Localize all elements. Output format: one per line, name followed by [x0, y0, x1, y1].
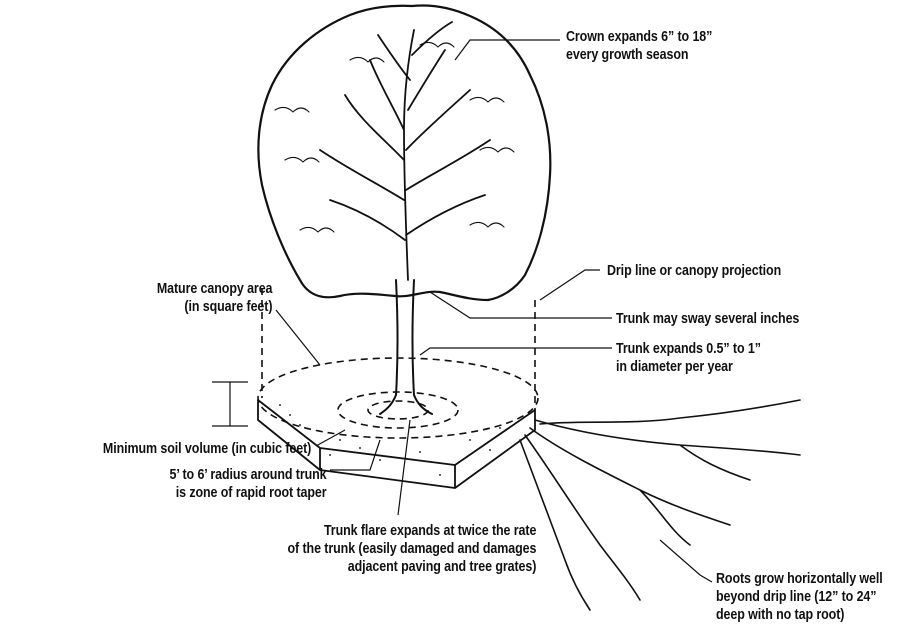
label-trunk-flare-line-3: adjacent paving and tree grates) [287, 558, 536, 576]
leader-trunk-flare [398, 420, 410, 515]
soil-depth-dimension [212, 382, 248, 426]
label-crown: Crown expands 6” to 18” every growth sea… [566, 28, 712, 64]
label-trunk-expands-line-1: Trunk expands 0.5” to 1” [616, 340, 761, 358]
label-trunk-expands: Trunk expands 0.5” to 1” in diameter per… [616, 340, 761, 376]
label-trunk-sway: Trunk may sway several inches [616, 310, 799, 328]
branches [320, 22, 490, 280]
label-roots-line-2: beyond drip line (12” to 24” [716, 588, 883, 606]
taper-ring-outer [338, 392, 458, 428]
label-drip-line-line-1: Drip line or canopy projection [607, 262, 781, 280]
label-crown-line-1: Crown expands 6” to 18” [566, 28, 712, 46]
leader-crown [455, 40, 560, 60]
label-canopy-area-line-2: (in square feet) [156, 298, 272, 316]
label-trunk-flare: Trunk flare expands at twice the rate of… [287, 522, 536, 576]
label-trunk-flare-line-2: of the trunk (easily damaged and damages [287, 540, 536, 558]
label-radius-line-1: 5’ to 6’ radius around trunk [170, 466, 327, 484]
label-canopy-area: Mature canopy area (in square feet) [156, 280, 272, 316]
label-roots-line-3: deep with no tap root) [716, 606, 883, 624]
leader-trunk-expands [420, 348, 612, 355]
label-drip-line: Drip line or canopy projection [607, 262, 781, 280]
label-roots: Roots grow horizontally well beyond drip… [716, 570, 883, 624]
label-canopy-area-line-1: Mature canopy area [156, 280, 272, 298]
label-radius: 5’ to 6’ radius around trunk is zone of … [170, 466, 327, 502]
leader-roots [660, 540, 712, 582]
leader-canopy-area [276, 310, 320, 365]
label-radius-line-2: is zone of rapid root taper [170, 484, 327, 502]
label-roots-line-1: Roots grow horizontally well [716, 570, 883, 588]
label-soil-volume-line-1: Minimum soil volume (in cubic feet) [103, 440, 311, 458]
label-trunk-expands-line-2: in diameter per year [616, 358, 761, 376]
label-trunk-flare-line-1: Trunk flare expands at twice the rate [287, 522, 536, 540]
label-crown-line-2: every growth season [566, 46, 712, 64]
crown-texture [275, 42, 514, 232]
leader-drip-line [540, 270, 600, 300]
label-trunk-sway-line-1: Trunk may sway several inches [616, 310, 799, 328]
label-soil-volume: Minimum soil volume (in cubic feet) [103, 440, 311, 458]
trunk [380, 280, 432, 414]
